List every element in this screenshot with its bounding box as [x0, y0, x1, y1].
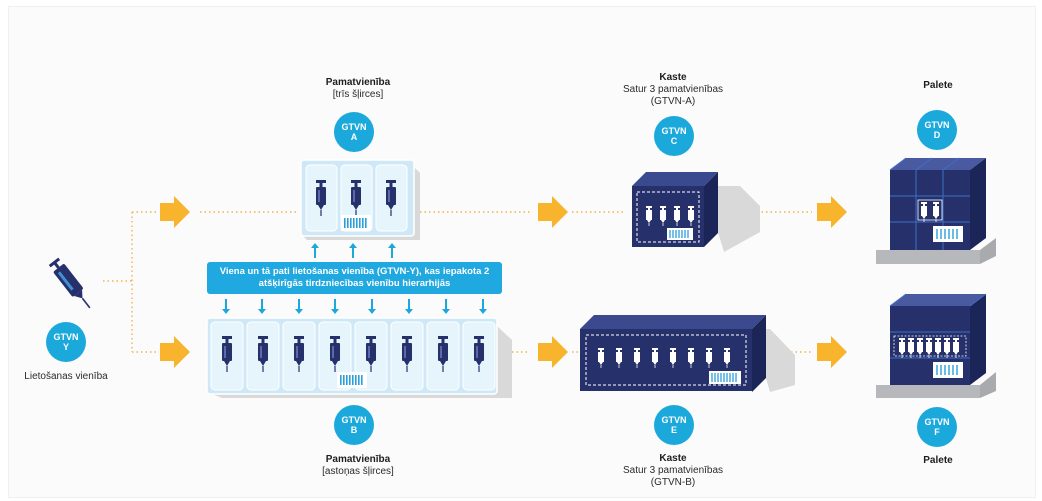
gtvn-b-badge: GTVN B	[334, 405, 374, 445]
badge-letter: A	[350, 132, 358, 142]
flow-arrow-icon	[538, 336, 568, 368]
top-case-contents: Satur 3 pamatvienības	[622, 84, 724, 95]
case-box-wide	[580, 315, 795, 392]
gtvn-c-badge: GTVN C	[654, 116, 694, 156]
barcode-icon	[337, 372, 367, 388]
barcode-icon	[341, 215, 371, 231]
bottom-pallet-label: Palete	[898, 455, 978, 467]
bottom-case-title: Kaste	[659, 453, 687, 464]
flow-arrow-icon	[538, 196, 568, 228]
badge-letter: F	[934, 427, 940, 437]
shared-usage-unit-callout: Viena un tā pati lietošanas vienība (GTV…	[207, 262, 502, 294]
badge-code: GTVN	[341, 415, 367, 425]
syringe-icon	[48, 257, 91, 309]
gtvn-d-badge: GTVN D	[917, 110, 957, 150]
down-arrows	[222, 299, 487, 314]
bottom-base-unit-title: Pamatvienība	[325, 454, 391, 465]
blister-pack-eight	[206, 317, 512, 398]
arrow-up-icon	[349, 243, 357, 258]
gtvn-y-badge: GTVN Y	[46, 322, 86, 362]
usage-unit-label: Lietošanas vienība	[24, 371, 108, 382]
badge-letter: Y	[62, 342, 69, 352]
flow-arrow-icon	[817, 336, 847, 368]
top-base-unit-label: Pamatvienība [trīs šļirces]	[293, 77, 423, 101]
badge-letter: E	[670, 425, 677, 435]
case-box-small	[632, 172, 760, 252]
bottom-case-contents: Satur 3 pamatvienības	[622, 465, 724, 476]
gtvn-e-badge: GTVN E	[654, 405, 694, 445]
arrow-up-icon	[311, 243, 319, 258]
gtvn-f-badge: GTVN F	[917, 407, 957, 447]
pallet-stack-bottom	[876, 293, 996, 398]
top-base-unit-subtitle: [trīs šļirces]	[332, 89, 384, 100]
top-case-gtvn-ref: (GTVN-A)	[650, 96, 696, 107]
badge-code: GTVN	[661, 415, 687, 425]
badge-code: GTVN	[661, 126, 687, 136]
arrow-up-icon	[388, 243, 396, 258]
top-pallet-label: Palete	[898, 80, 978, 92]
badge-code: GTVN	[924, 120, 950, 130]
pallet-stack-top	[876, 157, 996, 264]
top-case-label: Kaste Satur 3 pamatvienības (GTVN-A)	[598, 72, 748, 108]
bottom-base-unit-label: Pamatvienība [astoņas šļirces]	[283, 454, 433, 478]
blister-pack-three	[300, 159, 420, 240]
bottom-base-unit-subtitle: [astoņas šļirces]	[322, 466, 394, 477]
top-case-title: Kaste	[659, 72, 687, 83]
badge-code: GTVN	[341, 122, 367, 132]
top-base-unit-title: Pamatvienība	[325, 77, 391, 88]
bottom-case-label: Kaste Satur 3 pamatvienības (GTVN-B)	[598, 453, 748, 489]
badge-letter: D	[933, 130, 941, 140]
flow-arrow-icon	[160, 196, 190, 228]
flow-arrow-icon	[817, 196, 847, 228]
top-pallet-title: Palete	[923, 80, 953, 91]
badge-letter: C	[670, 136, 678, 146]
flow-arrow-icon	[160, 336, 190, 368]
gtvn-a-badge: GTVN A	[334, 112, 374, 152]
callout-text: Viena un tā pati lietošanas vienība (GTV…	[219, 266, 490, 289]
badge-letter: B	[350, 425, 358, 435]
badge-code: GTVN	[924, 417, 950, 427]
bottom-pallet-title: Palete	[923, 455, 953, 466]
badge-code: GTVN	[53, 332, 79, 342]
dotted-connectors	[103, 211, 812, 353]
bottom-case-gtvn-ref: (GTVN-B)	[650, 477, 696, 488]
diagram-panel	[8, 6, 1036, 498]
